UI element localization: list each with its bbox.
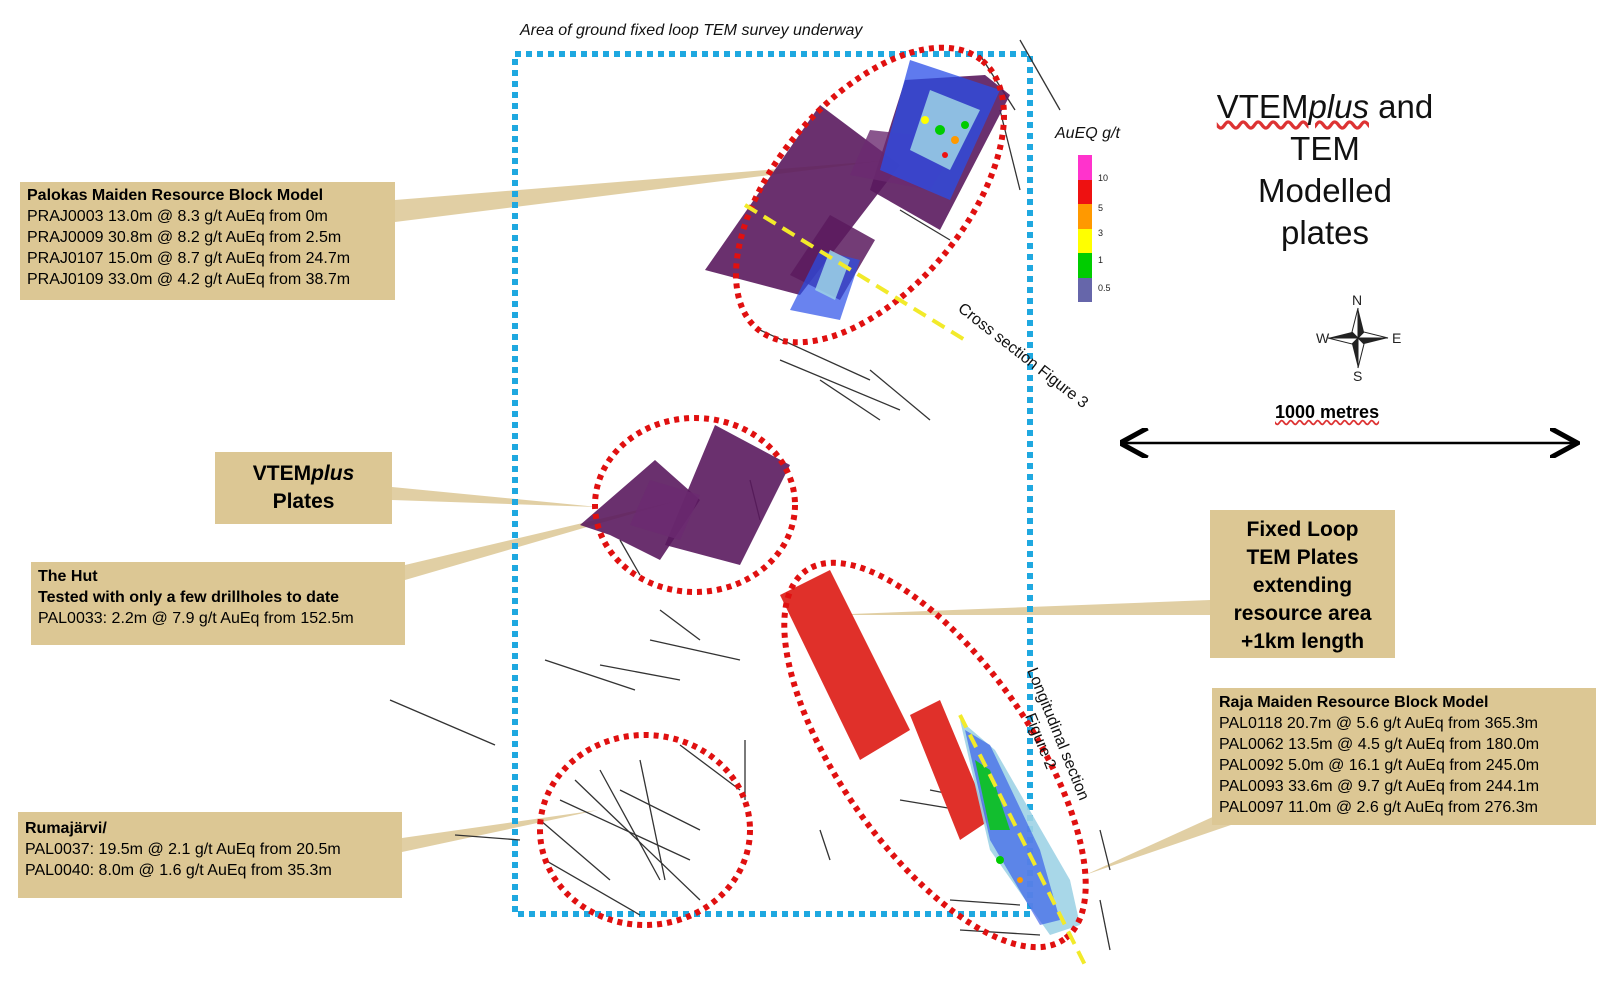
legend-swatch-orange xyxy=(1078,204,1092,229)
legend-swatch-slate xyxy=(1078,277,1092,302)
survey-area-label: Area of ground fixed loop TEM survey und… xyxy=(520,22,863,39)
survey-area-box xyxy=(512,51,1033,917)
compass-e: E xyxy=(1392,330,1402,346)
legend-swatch-yellow xyxy=(1078,228,1092,253)
raja-line-5: PAL0097 11.0m @ 2.6 g/t AuEq from 276.3m xyxy=(1219,799,1538,816)
raja-line-4: PAL0093 33.6m @ 9.7 g/t AuEq from 244.1m xyxy=(1219,778,1540,795)
vtem-callout-plates: Plates xyxy=(272,490,335,513)
rumajarvi-callout: Rumajärvi/ PAL0037: 19.5m @ 2.1 g/t AuEq… xyxy=(18,812,402,898)
scale-bar-text: 1000 metres xyxy=(1275,402,1380,422)
legend-color-bar xyxy=(1078,155,1092,302)
legend-tick-5: 5 xyxy=(1098,203,1104,213)
legend-tick-1: 1 xyxy=(1098,255,1104,265)
title-plus: plus xyxy=(1308,88,1369,125)
palokas-line-2: PRAJ0009 30.8m @ 8.2 g/t AuEq from 2.5m xyxy=(27,229,342,246)
fixed-loop-line-3: extending xyxy=(1252,574,1353,597)
title-line4: plates xyxy=(1280,214,1370,251)
title-line3: Modelled xyxy=(1258,172,1392,209)
hut-callout-subtitle: Tested with only a few drillholes to dat… xyxy=(38,589,340,606)
fixed-loop-line-5: +1km length xyxy=(1240,630,1365,653)
compass-n: N xyxy=(1352,292,1363,308)
palokas-callout-title: Palokas Maiden Resource Block Model xyxy=(27,187,324,204)
fixed-loop-line-4: resource area xyxy=(1233,602,1372,625)
raja-callout-title: Raja Maiden Resource Block Model xyxy=(1219,694,1489,711)
palokas-line-1: PRAJ0003 13.0m @ 8.3 g/t AuEq from 0m xyxy=(27,208,328,225)
compass-s: S xyxy=(1353,368,1363,384)
raja-line-1: PAL0118 20.7m @ 5.6 g/t AuEq from 365.3m xyxy=(1219,715,1538,732)
legend-swatch-green xyxy=(1078,253,1092,278)
raja-block-model xyxy=(960,720,1080,935)
scale-bar-label: 1000 metres xyxy=(1275,402,1379,423)
legend-swatch-red xyxy=(1078,179,1092,204)
vtem-plates-callout: VTEMplus Plates xyxy=(215,452,392,524)
palokas-callout: Palokas Maiden Resource Block Model PRAJ… xyxy=(20,182,395,300)
compass-rose-icon xyxy=(1327,307,1389,369)
target-ellipses xyxy=(537,44,1089,951)
palokas-block-model xyxy=(790,60,1000,320)
hut-callout: The Hut Tested with only a few drillhole… xyxy=(31,562,405,645)
longitudinal-section-line xyxy=(958,714,1087,966)
legend-tick-0-5: 0.5 xyxy=(1098,283,1111,293)
fixed-loop-line-1: Fixed Loop xyxy=(1246,518,1359,541)
palokas-line-3: PRAJ0107 15.0m @ 8.7 g/t AuEq from 24.7m xyxy=(27,250,351,267)
palokas-line-4: PRAJ0109 33.0m @ 4.2 g/t AuEq from 38.7m xyxy=(27,271,351,288)
rumajarvi-line-1: PAL0037: 19.5m @ 2.1 g/t AuEq from 20.5m xyxy=(25,841,341,858)
title-line2: TEM xyxy=(1290,130,1360,167)
map-title: VTEMplus and TEM Modelled plates xyxy=(1205,86,1445,254)
hut-vtem-plates xyxy=(580,425,790,565)
raja-line-3: PAL0092 5.0m @ 16.1 g/t AuEq from 245.0m xyxy=(1219,757,1540,774)
legend-title: AuEQ g/t xyxy=(1055,125,1120,142)
title-vtem: VTEM xyxy=(1216,88,1309,125)
raja-callout: Raja Maiden Resource Block Model PAL0118… xyxy=(1212,688,1596,825)
legend-tick-3: 3 xyxy=(1098,228,1104,238)
fixed-loop-line-2: TEM Plates xyxy=(1246,546,1359,569)
legend-tick-10: 10 xyxy=(1098,173,1109,183)
rumajarvi-line-2: PAL0040: 8.0m @ 1.6 g/t AuEq from 35.3m xyxy=(25,862,332,879)
rumajarvi-callout-title: Rumajärvi/ xyxy=(25,820,107,837)
raja-line-2: PAL0062 13.5m @ 4.5 g/t AuEq from 180.0m xyxy=(1219,736,1540,753)
vtem-callout-plus: plus xyxy=(311,462,355,485)
title-and: and xyxy=(1368,88,1434,125)
compass-w: W xyxy=(1316,330,1330,346)
raja-tem-plates xyxy=(780,570,990,840)
vtem-callout-vtem: VTEM xyxy=(252,462,312,485)
hut-callout-title: The Hut xyxy=(38,568,98,585)
hut-callout-line: PAL0033: 2.2m @ 7.9 g/t AuEq from 152.5m xyxy=(38,610,354,627)
fixed-loop-callout: Fixed Loop TEM Plates extending resource… xyxy=(1210,510,1395,658)
legend-swatch-pink xyxy=(1078,155,1092,180)
